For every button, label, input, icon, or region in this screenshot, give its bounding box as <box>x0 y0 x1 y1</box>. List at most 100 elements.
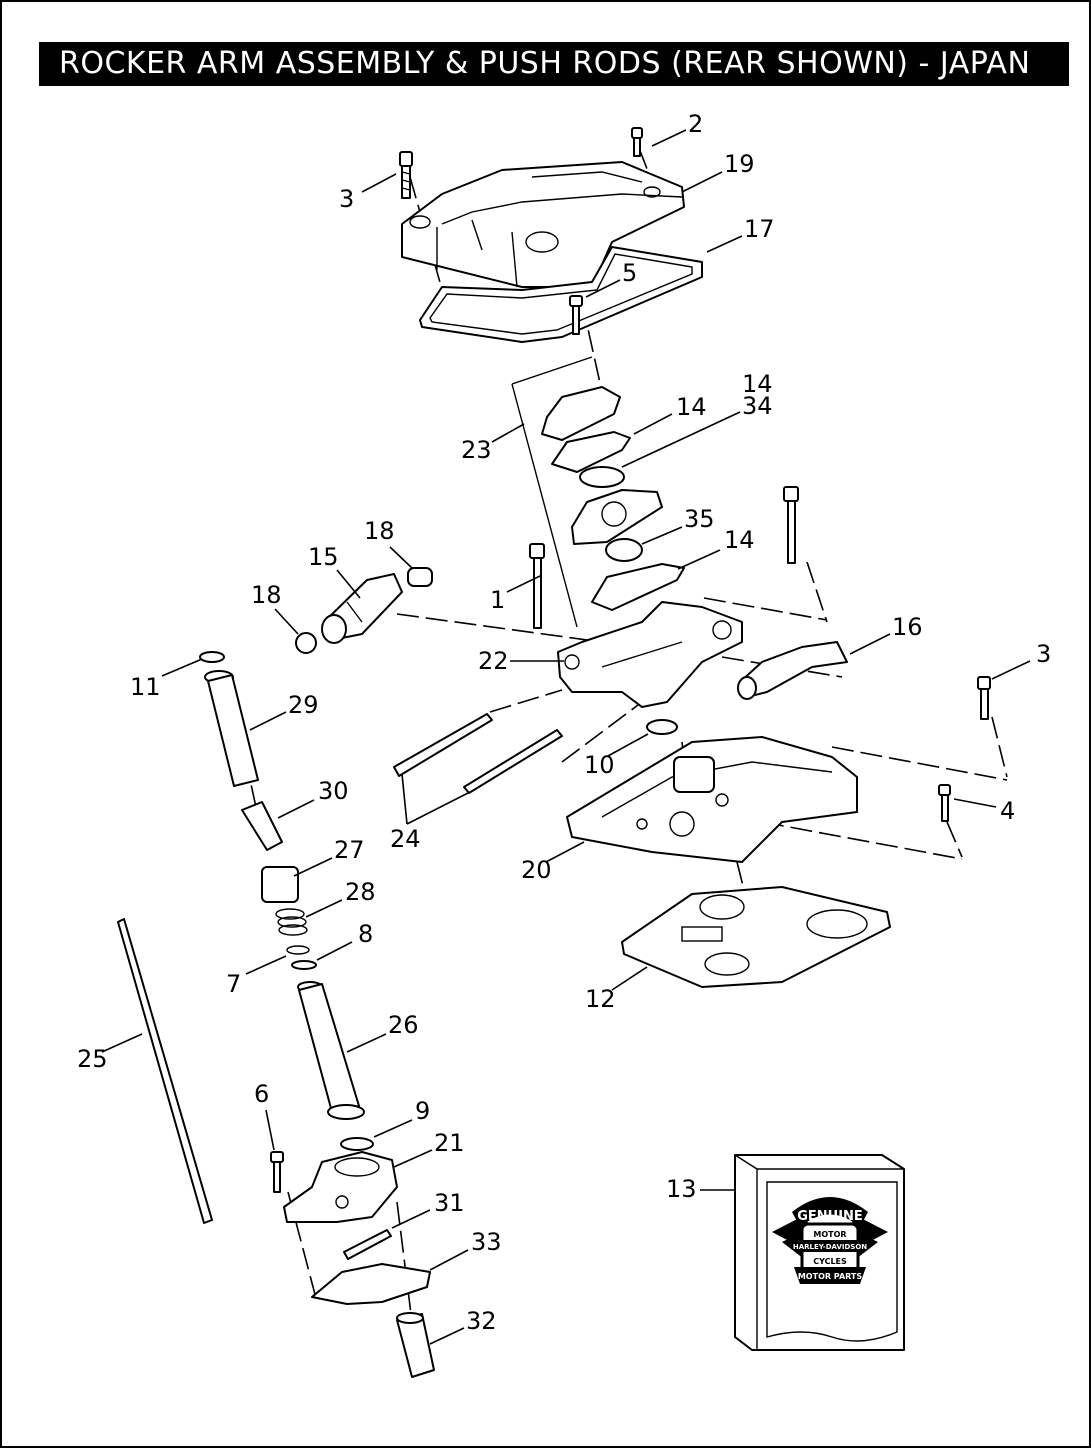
callout-32: 32 <box>429 1307 497 1345</box>
gasket-part-12 <box>621 886 891 988</box>
callout-label: 14 <box>676 393 707 421</box>
callout-18b: 18 <box>251 581 299 635</box>
callout-28: 28 <box>305 878 376 918</box>
callout-30: 30 <box>277 777 349 819</box>
rocker-housing-part-20 <box>566 736 858 863</box>
callout-label: 2 <box>688 110 703 138</box>
callout-11: 11 <box>130 658 203 701</box>
spring-part-28 <box>275 908 308 936</box>
callout-19: 19 <box>681 150 755 193</box>
o-ring-part-10 <box>646 719 678 735</box>
page-title: ROCKER ARM ASSEMBLY & PUSH RODS (REAR SH… <box>39 42 1069 86</box>
bolt-part-5 <box>569 295 583 335</box>
filter-part-35 <box>605 538 643 562</box>
callout-label: 24 <box>390 825 421 853</box>
callout-9: 9 <box>373 1097 430 1138</box>
gasket-part-33 <box>311 1263 431 1305</box>
logo-brand-text: HARLEY-DAVIDSON <box>793 1243 867 1251</box>
callout-label: 13 <box>666 1175 697 1203</box>
callout-label: 8 <box>358 920 373 948</box>
logo-genuine-text: GENUINE <box>797 1209 863 1224</box>
rocker-arm-part-16 <box>737 641 848 700</box>
bolt-part-6 <box>270 1151 284 1193</box>
o-ring-part-11 <box>199 651 225 663</box>
callout-label: 12 <box>585 985 616 1013</box>
callout-label: 33 <box>471 1228 502 1256</box>
callout-23: 23 <box>461 423 525 464</box>
callout-3b: 3 <box>991 640 1051 680</box>
callout-21: 21 <box>393 1129 465 1168</box>
ring-part-8 <box>291 960 317 970</box>
push-rod-tube-part-29 <box>204 670 259 787</box>
callout-20: 20 <box>521 841 585 884</box>
ring-part-7 <box>286 945 310 955</box>
callout-34: 34 <box>621 392 773 468</box>
callout-label: 26 <box>388 1011 419 1039</box>
callout-1: 1 <box>490 575 541 614</box>
callout-label: 9 <box>415 1097 430 1125</box>
callout-label: 1 <box>490 586 505 614</box>
callout-29: 29 <box>249 691 319 731</box>
bolt-part-4 <box>938 784 951 822</box>
callout-label: 20 <box>521 856 552 884</box>
callout-label: 7 <box>226 970 241 998</box>
callout-label: 23 <box>461 436 492 464</box>
logo-cycles-text: CYCLES <box>813 1257 847 1266</box>
logo-motor-text: MOTOR <box>813 1230 846 1239</box>
bolt-part-3-right <box>977 676 991 720</box>
sleeve-part-30 <box>241 801 283 851</box>
rocker-cover-part-19 <box>401 161 685 288</box>
callout-label: 19 <box>724 150 755 178</box>
callout-label: 18 <box>364 517 395 545</box>
callout-6: 6 <box>254 1080 275 1151</box>
callout-26: 26 <box>346 1011 419 1053</box>
callout-5: 5 <box>585 259 637 298</box>
callout-label: 34 <box>742 392 773 420</box>
breather-body-part <box>571 489 663 545</box>
callout-35: 35 <box>641 505 715 545</box>
logo-motor-parts-text: MOTOR PARTS <box>798 1272 863 1281</box>
push-rod-part-25 <box>117 918 213 1224</box>
bolt-part-top-right <box>783 486 799 564</box>
lifter-part-32 <box>396 1312 435 1378</box>
pin-part-24 <box>393 713 563 794</box>
callout-31: 31 <box>391 1189 465 1229</box>
callout-10: 10 <box>584 733 649 779</box>
gasket-part-17 <box>419 246 703 343</box>
breather-cover-part <box>541 386 621 441</box>
o-ring-part-34 <box>579 466 625 488</box>
callout-27: 27 <box>293 836 365 877</box>
callout-label: 14 <box>742 370 773 398</box>
callout-18a: 18 <box>364 517 413 569</box>
callout-15: 15 <box>308 543 361 599</box>
harley-davidson-logo: GENUINE MOTOR HARLEY-DAVIDSON CYCLES MOT… <box>772 1197 888 1284</box>
callout-label: 11 <box>130 673 161 701</box>
callout-label: 35 <box>684 505 715 533</box>
gasket-part-14-lower <box>591 563 685 611</box>
callout-12: 12 <box>585 966 648 1013</box>
callout-8: 8 <box>316 920 373 961</box>
callout-label: 5 <box>622 259 637 287</box>
callout-label: 17 <box>744 215 775 243</box>
callout-16: 16 <box>849 613 923 655</box>
push-rod-tube-part-26 <box>297 981 365 1120</box>
callout-7: 7 <box>226 955 287 998</box>
callout-labels: 2 19 3 17 5 14 34 <box>77 110 1051 1345</box>
callout-label: 22 <box>478 647 509 675</box>
o-ring-part-9 <box>340 1137 374 1151</box>
callout-label: 29 <box>288 691 319 719</box>
callout-label: 32 <box>466 1307 497 1335</box>
bolt-part-2 <box>631 127 643 157</box>
callout-14b: 14 <box>633 393 707 435</box>
callout-label: 30 <box>318 777 349 805</box>
callout-label: 15 <box>308 543 339 571</box>
callout-label: 4 <box>1000 797 1015 825</box>
callout-14a: 14 <box>742 370 773 398</box>
callout-label: 3 <box>1036 640 1051 668</box>
callout-3a: 3 <box>339 173 397 213</box>
breather-gasket-part-14 <box>551 431 631 473</box>
lifter-cover-part-21 <box>283 1151 398 1223</box>
callout-24: 24 <box>390 773 471 853</box>
